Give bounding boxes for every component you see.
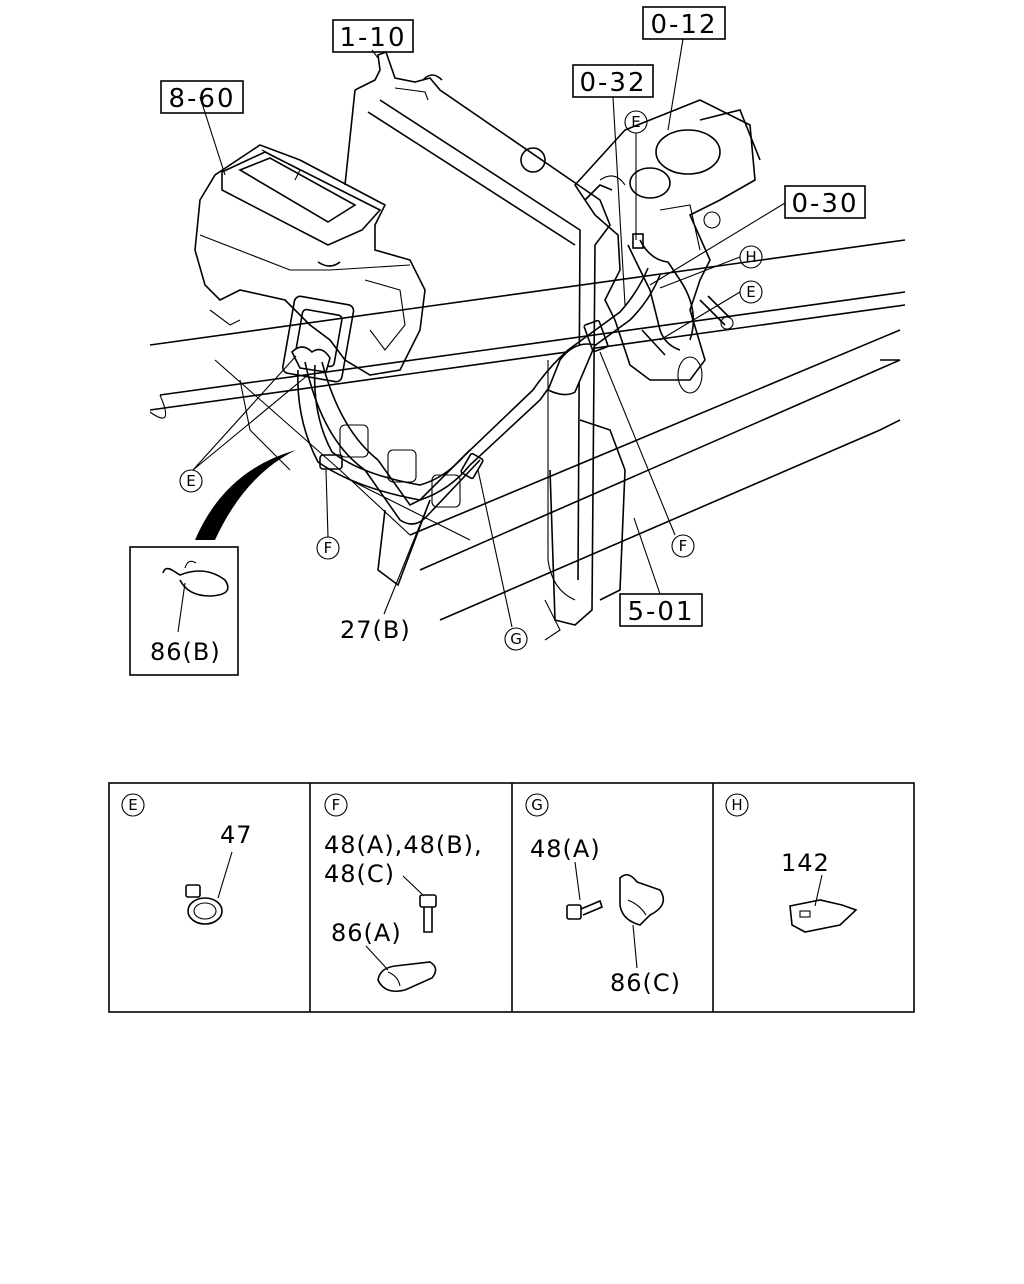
svg-text:F: F [332, 796, 341, 814]
ref-box-0-12: 0-12 [642, 6, 726, 40]
svg-text:8-60: 8-60 [168, 84, 235, 114]
svg-text:G: G [531, 796, 543, 814]
callout-h: H [739, 245, 763, 269]
svg-text:H: H [745, 248, 756, 266]
leader-lines [192, 38, 786, 628]
inset-86b: 86(B) [129, 546, 239, 676]
svg-text:E: E [631, 113, 640, 131]
svg-text:F: F [324, 539, 333, 557]
ref-box-1-10: 1-10 [332, 19, 414, 53]
svg-text:86(C): 86(C) [610, 969, 681, 997]
detail-e: E 47 [121, 793, 253, 925]
svg-text:48(A): 48(A) [530, 835, 601, 863]
svg-text:1-10: 1-10 [339, 23, 406, 53]
callout-f-right: F [671, 534, 695, 558]
label-86b: 86(B) [150, 638, 221, 666]
label-27b: 27(B) [340, 616, 411, 644]
svg-text:48(C): 48(C) [324, 860, 395, 888]
engine-block [573, 99, 761, 394]
detail-table [108, 782, 915, 1013]
svg-text:48(A),48(B),: 48(A),48(B), [324, 831, 483, 859]
svg-text:F: F [679, 537, 688, 555]
ref-box-5-01: 5-01 [619, 593, 703, 627]
svg-text:E: E [746, 283, 755, 301]
svg-text:G: G [510, 630, 522, 648]
callout-e-left: E [179, 469, 203, 493]
svg-text:0-32: 0-32 [579, 68, 646, 98]
ref-box-8-60: 8-60 [160, 80, 244, 114]
svg-text:142: 142 [781, 849, 830, 877]
svg-text:E: E [128, 796, 137, 814]
detail-g: G 48(A) 86(C) [525, 793, 681, 997]
svg-text:47: 47 [220, 821, 253, 849]
svg-text:E: E [186, 472, 195, 490]
svg-text:5-01: 5-01 [627, 597, 694, 627]
svg-text:0-30: 0-30 [791, 189, 858, 219]
heater-hoses [297, 233, 695, 525]
callout-g: G [504, 627, 528, 651]
callout-e-right: E [739, 280, 763, 304]
callout-e-top: E [624, 110, 648, 134]
callout-f-left: F [316, 536, 340, 560]
heater-unit [194, 144, 426, 383]
svg-text:H: H [731, 796, 742, 814]
detail-h: H 142 [725, 793, 858, 933]
ref-box-0-30: 0-30 [784, 185, 866, 219]
svg-text:0-12: 0-12 [650, 10, 717, 40]
radiator [344, 50, 626, 641]
detail-f: F 48(A),48(B), 48(C) 86(A) [324, 793, 483, 993]
chassis-frame [149, 239, 906, 621]
svg-text:86(A): 86(A) [331, 919, 402, 947]
ref-box-0-32: 0-32 [572, 64, 654, 98]
